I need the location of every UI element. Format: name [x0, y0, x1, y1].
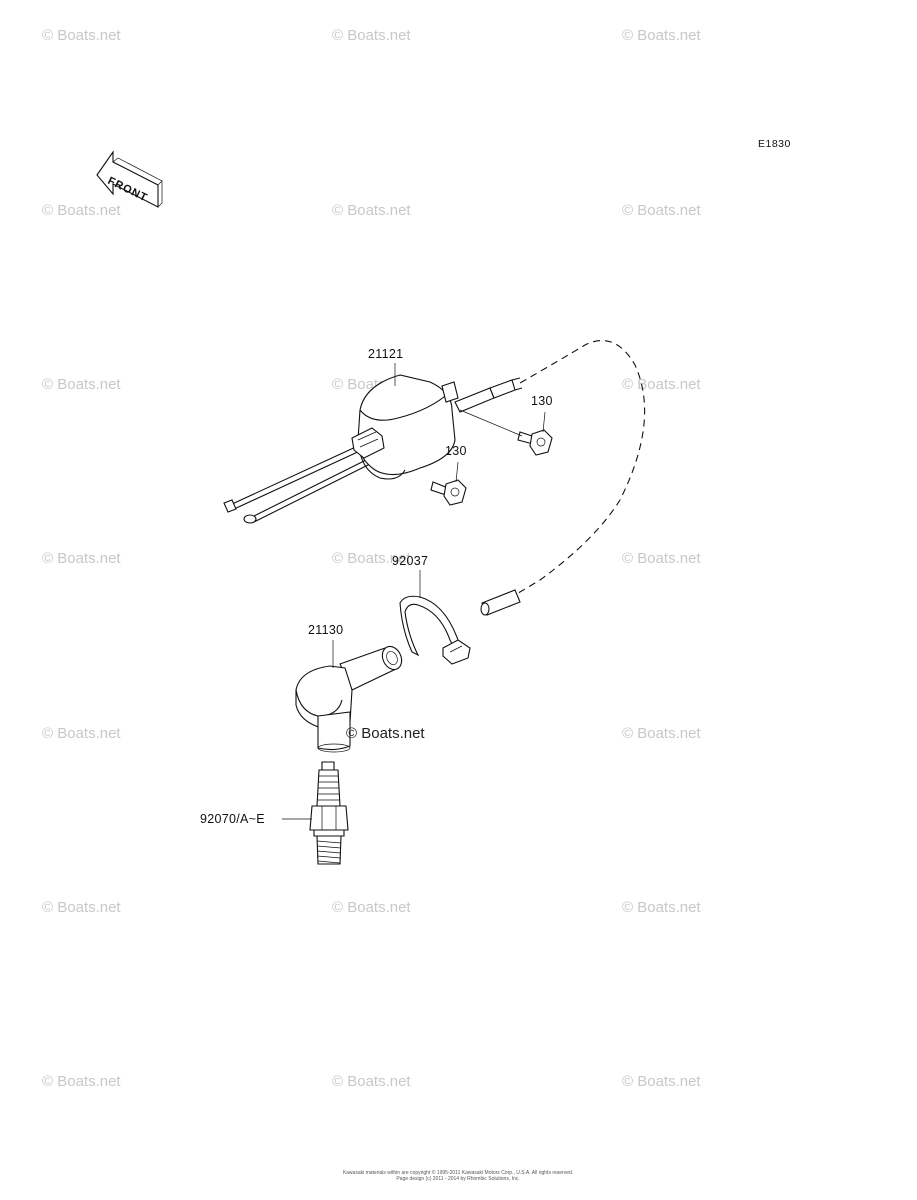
watermark: © Boats.net — [332, 550, 411, 567]
part-label-130-lower: 130 — [445, 444, 467, 458]
part-label-21121: 21121 — [368, 347, 403, 361]
plug-cap-21130: 21130 — [295, 623, 403, 753]
bolt-130-lower: 130 — [430, 444, 467, 506]
diagram-code: E1830 — [758, 138, 791, 150]
page-design-line: Page design (c) 2011 - 2014 by Rhombic S… — [396, 1176, 519, 1182]
watermark: © Boats.net — [42, 27, 121, 44]
spark-plug-92070: 92070/A~E — [200, 761, 349, 865]
ignition-coil: 21121 — [223, 340, 646, 616]
watermark: © Boats.net — [622, 202, 701, 219]
watermark: © Boats.net — [42, 725, 121, 742]
clamp-92037: 92037 — [392, 554, 471, 665]
watermark: © Boats.net — [622, 550, 701, 567]
watermark: © Boats.net — [622, 27, 701, 44]
watermark: © Boats.net — [622, 725, 701, 742]
watermark: © Boats.net — [622, 1073, 701, 1090]
copyright-line: Kawasaki materials within are copyright … — [343, 1169, 573, 1176]
watermark: © Boats.net — [42, 376, 121, 393]
watermark: © Boats.net — [622, 376, 701, 393]
watermark: © Boats.net — [42, 550, 121, 567]
watermark: © Boats.net — [332, 27, 411, 44]
part-label-92037: 92037 — [392, 554, 428, 568]
watermark: © Boats.net — [622, 899, 701, 916]
front-arrow-icon: FRONT — [96, 150, 163, 208]
watermark: © Boats.net — [42, 899, 121, 916]
part-label-21130: 21130 — [308, 623, 343, 637]
watermark: © Boats.net — [42, 1073, 121, 1090]
watermark: © Boats.net — [42, 202, 121, 219]
part-label-92070: 92070/A~E — [200, 812, 265, 826]
center-watermark: © Boats.net — [346, 725, 425, 742]
bolt-130-upper: 130 — [459, 394, 553, 456]
watermark: © Boats.net — [332, 899, 411, 916]
watermark: © Boats.net — [332, 1073, 411, 1090]
part-label-130-upper: 130 — [531, 394, 553, 408]
watermark: © Boats.net — [332, 202, 411, 219]
